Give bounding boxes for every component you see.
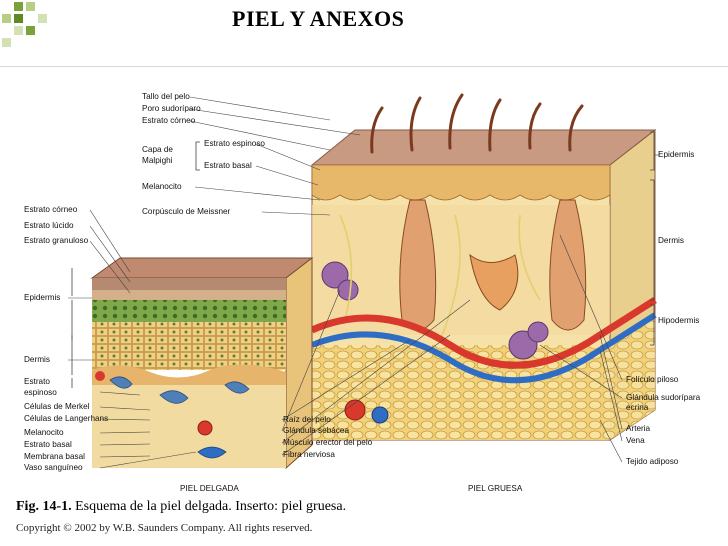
label-celulas-langerhans: Células de Langerhans [24, 414, 108, 423]
label-estrato-corneo-top: Estrato córneo [142, 116, 196, 125]
thin-skin-block [90, 256, 314, 470]
label-ecrina: ecrina [626, 403, 649, 412]
slide-title: PIEL Y ANEXOS [232, 6, 405, 31]
label-hipodermis: Hipodermis [658, 316, 699, 325]
label-estrato-granuloso: Estrato granuloso [24, 236, 89, 245]
label-tejido-adiposo: Tejido adiposo [626, 457, 679, 466]
leader-lines [68, 96, 660, 469]
caption-text: Esquema de la piel delgada. Inserto: pie… [71, 499, 347, 514]
label-malpighi: Malpighi [142, 156, 173, 165]
label-capa-de: Capa de [142, 145, 173, 154]
label-epidermis-left: Epidermis [24, 293, 60, 302]
corner-decoration [0, 0, 60, 50]
label-estrato-basal-top: Estrato basal [204, 161, 252, 170]
label-foliculo-piloso: Folículo piloso [626, 375, 679, 384]
label-celulas-merkel: Células de Merkel [24, 402, 90, 411]
label-melanocito-top: Melanocito [142, 182, 182, 191]
label-arteria: Arteria [626, 424, 651, 433]
label-raiz-del-pelo: Raíz del pelo [283, 415, 331, 424]
label-glandula-sudoripara: Glándula sudorípara [626, 393, 701, 402]
label-corpusculo-meissner: Corpúsculo de Meissner [142, 207, 231, 216]
layer-brackets [71, 131, 655, 388]
label-fibra-nerviosa: Fibra nerviosa [283, 450, 335, 459]
label-epidermis-right: Epidermis [658, 150, 694, 159]
title-divider [0, 66, 728, 67]
label-vena: Vena [626, 436, 645, 445]
skin-diagram: Tallo del pelo Poro sudoríparo Estrato c… [24, 92, 701, 493]
label-estrato: Estrato [24, 377, 50, 386]
label-tallo-del-pelo: Tallo del pelo [142, 92, 190, 101]
thick-skin-block [310, 93, 657, 441]
label-dermis-right: Dermis [658, 236, 684, 245]
label-dermis-left: Dermis [24, 355, 50, 364]
figure-caption: Fig. 14-1. Esquema de la piel delgada. I… [16, 499, 346, 515]
label-membrana-basal: Membrana basal [24, 452, 85, 461]
caption-fig-number: Fig. 14-1. [16, 499, 72, 514]
label-musculo-erector: Músculo erector del pelo [283, 438, 373, 447]
label-estrato-lucido: Estrato lúcido [24, 221, 74, 230]
copyright: Copyright © 2002 by W.B. Saunders Compan… [16, 522, 313, 534]
label-estrato-espinoso-top: Estrato espinoso [204, 139, 265, 148]
label-melanocito-left: Melanocito [24, 428, 64, 437]
label-estrato-basal-left: Estrato basal [24, 440, 72, 449]
label-piel-delgada: PIEL DELGADA [180, 484, 239, 493]
label-estrato-corneo-left: Estrato córneo [24, 205, 78, 214]
label-piel-gruesa: PIEL GRUESA [468, 484, 523, 493]
label-vaso-sanguineo: Vaso sanguíneo [24, 463, 83, 472]
label-poro-sudoriparo: Poro sudoríparo [142, 104, 201, 113]
label-glandula-sebacea: Glándula sebácea [283, 426, 349, 435]
label-espinoso: espinoso [24, 388, 57, 397]
